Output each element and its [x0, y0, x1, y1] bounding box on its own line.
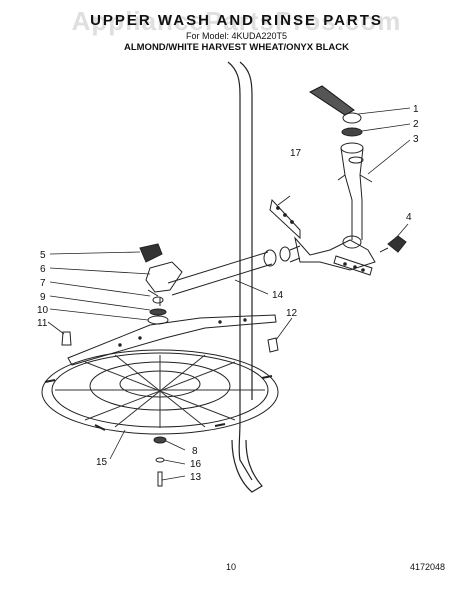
colors-line: ALMOND/WHITE HARVEST WHEAT/ONYX BLACK [123, 42, 349, 53]
part-15-wheel [41, 349, 279, 435]
callout-5: 5 [40, 250, 46, 261]
callout-6: 6 [40, 264, 46, 275]
callout-14: 14 [272, 290, 284, 301]
part-2-seal [341, 127, 363, 137]
part-11-nozzle [61, 331, 72, 346]
callout-9: 9 [40, 292, 46, 303]
model-line: For Model: 4KUDA220T5 [185, 31, 288, 41]
callout-7: 7 [40, 278, 46, 289]
part-14-conduit [167, 245, 301, 296]
callout-8-lower: 8 [192, 446, 198, 457]
callout-13: 13 [190, 472, 202, 483]
callout-4: 4 [406, 212, 412, 223]
supply-tube [227, 61, 263, 493]
callout-10: 10 [37, 305, 49, 316]
part-1-elbow [308, 85, 362, 124]
callout-17: 17 [290, 148, 302, 159]
callout-15: 15 [96, 457, 108, 468]
part-17-bracket [269, 198, 301, 240]
part-6-7-hub [145, 261, 183, 306]
callout-3: 3 [413, 134, 419, 145]
manifold [294, 235, 376, 276]
callout-16: 16 [190, 459, 202, 470]
callout-12: 12 [286, 308, 298, 319]
part-5-clip [139, 243, 163, 263]
callout-11: 11 [37, 318, 48, 329]
part-9-ring [149, 308, 167, 316]
page-number: 10 [226, 562, 237, 572]
part-8-16-13-stack [153, 436, 167, 487]
document-number: 4172048 [410, 562, 446, 572]
part-3-tube [337, 142, 373, 240]
leader-lines [47, 107, 411, 481]
spray-arm [67, 314, 277, 366]
diagram-title: UPPER WASH AND RINSE PARTS [90, 12, 383, 29]
callout-labels: 1 2 3 4 5 6 7 8 9 10 11 12 13 14 15 16 1… [37, 104, 419, 483]
callout-1: 1 [413, 104, 419, 115]
callout-2: 2 [413, 119, 419, 130]
part-12-nozzle [267, 337, 279, 353]
part-4-screw [379, 235, 407, 253]
